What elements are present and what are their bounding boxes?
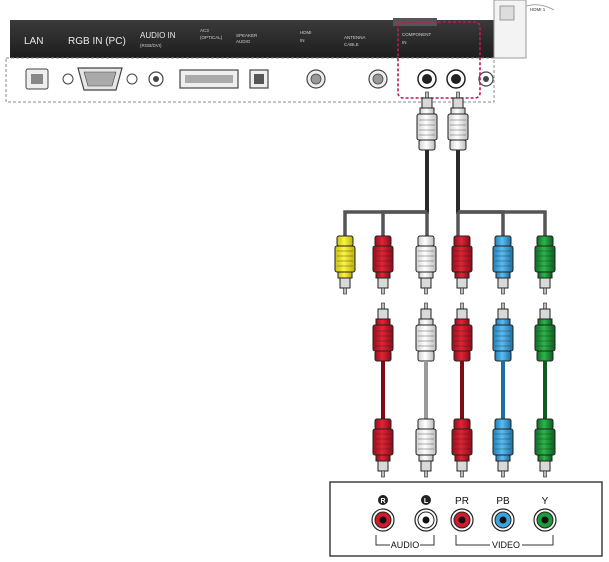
audio-in-jack-icon <box>148 71 164 87</box>
slot-port-icon <box>179 69 239 89</box>
audio-group-label: AUDIO <box>391 540 420 550</box>
red-plug <box>451 235 473 295</box>
svg-text:L: L <box>424 498 429 505</box>
label-antenna: ANTENNA <box>344 35 366 40</box>
side-port-icon <box>499 5 515 21</box>
red-plug <box>372 235 394 295</box>
blue-plug <box>492 235 514 295</box>
external-device-panel: R L PR PB Y AUDIO VIDEO <box>329 481 603 557</box>
label-cable: CABLE <box>344 42 359 47</box>
highlight-box <box>397 21 481 99</box>
audio-r-jack <box>371 508 395 532</box>
optical-port-icon <box>249 69 269 89</box>
label-speaker-sub: AUDIO <box>236 39 251 44</box>
coax-port-icon <box>368 69 388 89</box>
label-lan: LAN <box>24 36 43 47</box>
row2-plugs <box>372 302 556 362</box>
video-y-jack <box>533 508 557 532</box>
tv-side-plugs <box>416 91 469 214</box>
green-plug <box>534 235 556 295</box>
white-plug <box>415 235 437 295</box>
splitter-wires <box>343 210 547 236</box>
row3-plugs <box>372 418 556 478</box>
callout-line <box>525 4 555 11</box>
lan-port-icon <box>25 68 49 90</box>
video-pb-jack <box>491 508 515 532</box>
extra-jack-icon <box>478 71 494 87</box>
panel-label-strip <box>10 20 494 58</box>
yellow-plug <box>334 235 356 295</box>
coax-port-icon <box>306 69 326 89</box>
pr-label: PR <box>455 496 469 507</box>
cable-segments <box>381 361 547 419</box>
r-label-badge: R <box>378 495 388 505</box>
label-audio-in: AUDIO IN <box>140 31 176 40</box>
label-rgb-in-pc: RGB IN (PC) <box>68 36 126 47</box>
label-component-sub: IN <box>402 40 407 45</box>
label-ac3: AC3 <box>200 28 209 33</box>
label-speaker: SPEAKER <box>236 33 258 38</box>
row1-plugs <box>334 235 556 295</box>
tv-back-panel: HDMI 1 LAN RGB IN (PC) AUDIO IN (RGB/DVI… <box>5 0 555 103</box>
audio-bracket <box>375 535 435 546</box>
y-label: Y <box>542 496 549 507</box>
label-hdmi-sub: IN <box>300 38 305 43</box>
video-bracket <box>455 535 554 546</box>
hdmi-side-label: HDMI 1 <box>530 7 546 12</box>
video-group-label: VIDEO <box>492 540 520 550</box>
component-audio-jacks <box>417 69 466 89</box>
audio-l-jack <box>414 508 438 532</box>
vga-port-icon <box>62 67 138 91</box>
label-component: COMPONENT <box>402 32 432 37</box>
video-pr-jack <box>450 508 474 532</box>
pb-label: PB <box>496 496 510 507</box>
label-ac3-sub: (OPTICAL) <box>200 35 223 40</box>
label-audio-in-sub: (RGB/DVI) <box>140 43 162 48</box>
label-hdmi: HDMI <box>300 30 312 35</box>
svg-text:R: R <box>380 498 385 505</box>
l-label-badge: L <box>421 495 431 505</box>
